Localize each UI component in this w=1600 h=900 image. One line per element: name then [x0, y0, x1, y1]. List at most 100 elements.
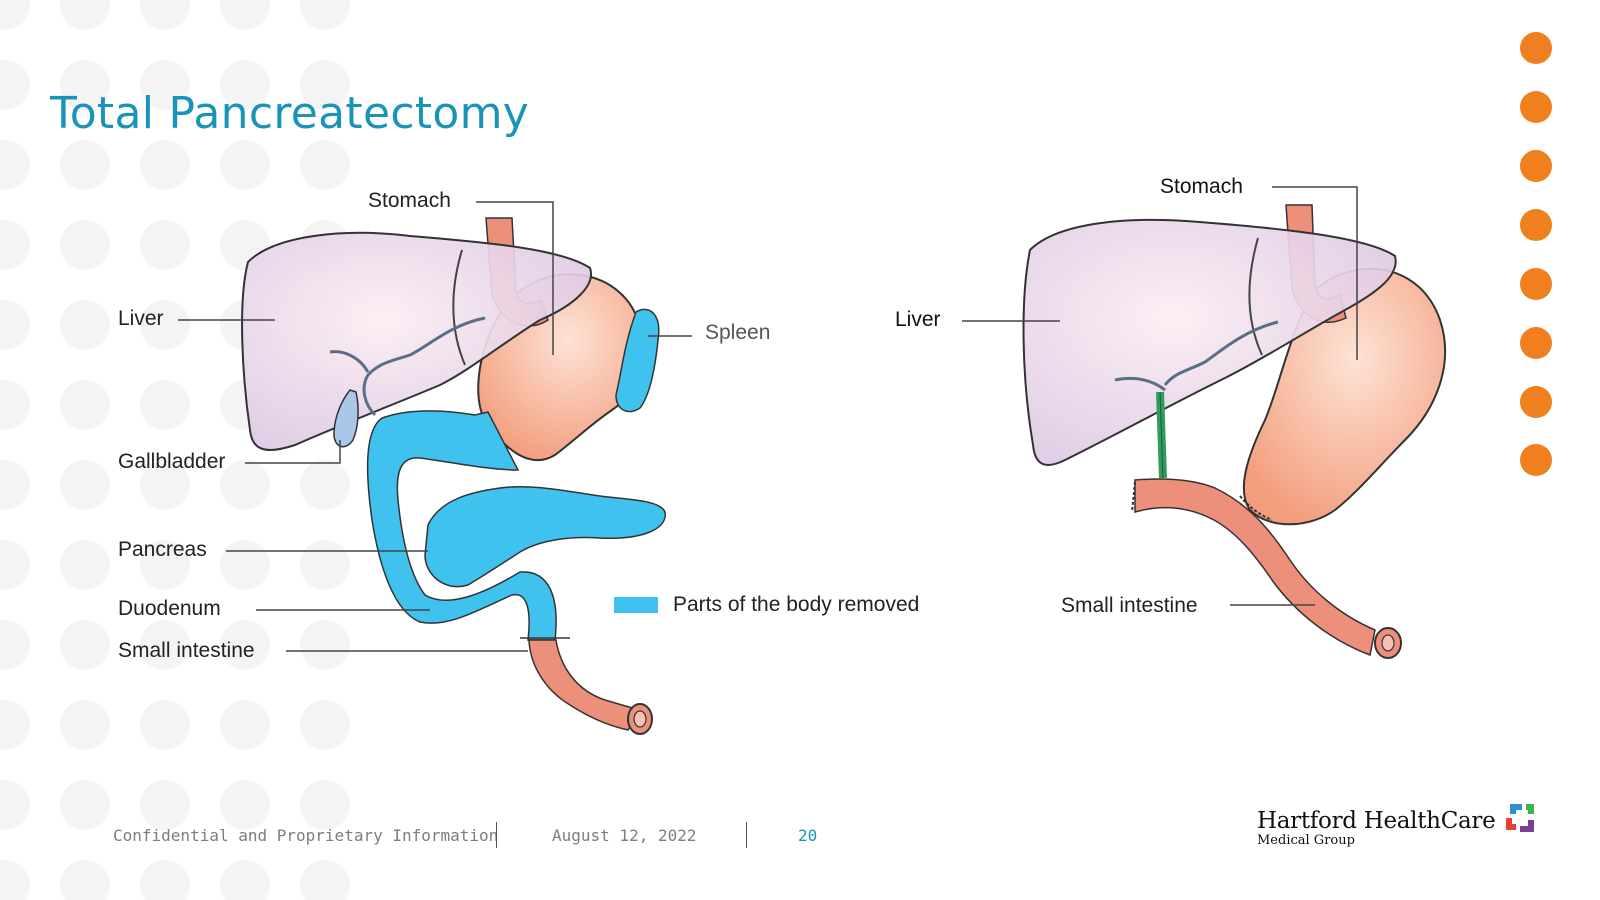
duodenum-shape [366, 410, 557, 641]
footer-divider [746, 822, 747, 848]
accent-dot [1520, 150, 1552, 182]
background-dot [60, 540, 110, 590]
background-dot [0, 0, 30, 30]
background-dot [60, 300, 110, 350]
background-dot [60, 220, 110, 270]
leader-lines-after [962, 186, 1358, 606]
page-title: Total Pancreatectomy [50, 88, 530, 139]
footer-confidential: Confidential and Proprietary Information [113, 826, 499, 845]
spleen-shape [615, 308, 660, 413]
small-intestine-shape-after [1134, 478, 1376, 657]
background-dot [140, 460, 190, 510]
background-dot [0, 780, 30, 830]
small-intestine-shape [528, 639, 642, 731]
legend-label-removed: Parts of the body removed [673, 593, 919, 616]
suture-line [1131, 481, 1136, 513]
accent-dot [1520, 444, 1552, 476]
background-dot [60, 0, 110, 30]
brand-mark-icon [1506, 804, 1534, 832]
gallbladder-shape [333, 389, 359, 448]
label-small-intestine: Small intestine [118, 639, 255, 662]
brand-subtitle: Medical Group [1257, 833, 1355, 848]
footer-divider [496, 822, 497, 848]
background-dot [300, 460, 350, 510]
background-dot [140, 700, 190, 750]
background-dot [140, 540, 190, 590]
background-dot [220, 460, 270, 510]
background-dot [300, 620, 350, 670]
background-dot [0, 140, 30, 190]
background-dot [60, 860, 110, 900]
pancreas-shape [424, 485, 666, 588]
background-dot [220, 780, 270, 830]
background-dot [140, 220, 190, 270]
background-dot [220, 0, 270, 30]
background-dot [300, 0, 350, 30]
background-dot [60, 60, 110, 110]
background-dot [0, 860, 30, 900]
brand-name: Hartford HealthCare [1257, 808, 1496, 834]
label-stomach-after: Stomach [1160, 175, 1243, 198]
bile-duct-branch [329, 350, 370, 373]
label-small-intestine-after: Small intestine [1061, 594, 1198, 617]
background-dot [220, 60, 270, 110]
label-duodenum: Duodenum [118, 597, 221, 620]
label-spleen: Spleen [705, 321, 770, 344]
diagram-before: Stomach Liver Spleen Gallbladder Pancrea… [118, 189, 919, 735]
background-dot [140, 860, 190, 900]
accent-dot [1520, 32, 1552, 64]
background-dot [300, 700, 350, 750]
background-dot [0, 460, 30, 510]
liver-shape-after [1022, 218, 1397, 466]
brand-logo-text: Hartford HealthCare Medical Group [1257, 808, 1496, 848]
background-dot [220, 540, 270, 590]
background-dot [220, 620, 270, 670]
accent-dot [1520, 209, 1552, 241]
diagram-after: Stomach Liver Small intestine [895, 175, 1447, 659]
background-dot [300, 780, 350, 830]
accent-dot [1520, 91, 1552, 123]
background-dot [300, 60, 350, 110]
background-dot [140, 60, 190, 110]
bile-duct [362, 316, 486, 417]
bile-duct-after [1163, 320, 1279, 386]
liver-shape [241, 231, 592, 451]
legend-swatch-removed [614, 597, 658, 613]
background-dot [0, 220, 30, 270]
background-dot [300, 860, 350, 900]
background-dot [60, 380, 110, 430]
background-dot [0, 300, 30, 350]
background-dot [0, 380, 30, 430]
background-dot [140, 780, 190, 830]
label-gallbladder: Gallbladder [118, 450, 225, 473]
background-dot [60, 780, 110, 830]
background-dot [220, 860, 270, 900]
label-liver-after: Liver [895, 308, 941, 331]
liver-lobe-line [452, 249, 466, 366]
background-dot [300, 140, 350, 190]
accent-dot [1520, 327, 1552, 359]
background-dot [60, 620, 110, 670]
background-dot [140, 0, 190, 30]
label-stomach: Stomach [368, 189, 451, 212]
background-dot [140, 140, 190, 190]
background-dot [300, 540, 350, 590]
suture-line-stomach [1239, 495, 1273, 521]
background-dot [220, 140, 270, 190]
background-dot [140, 380, 190, 430]
background-dot [140, 620, 190, 670]
leader-lines-before [178, 201, 692, 652]
background-dot [0, 620, 30, 670]
page-number: 20 [798, 826, 818, 845]
footer-date: August 12, 2022 [552, 826, 697, 845]
background-dot [0, 60, 30, 110]
background-dot [60, 140, 110, 190]
background-dot [0, 700, 30, 750]
stomach-shape-after [1242, 267, 1447, 526]
background-dot [220, 700, 270, 750]
background-dot [60, 700, 110, 750]
background-dot [60, 460, 110, 510]
accent-dot [1520, 268, 1552, 300]
